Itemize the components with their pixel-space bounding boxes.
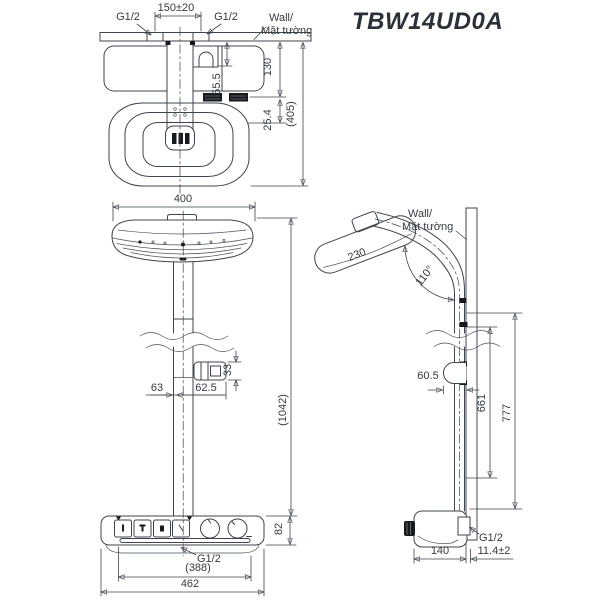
thread-label-right: G1/2 xyxy=(214,11,238,23)
slider-holder-side xyxy=(443,362,467,384)
shower-head-top-outer xyxy=(108,102,250,187)
outlet-slot xyxy=(119,538,251,543)
volume-knob xyxy=(227,518,248,539)
wall-label-side-vi: Mặt tường xyxy=(402,221,454,233)
dim-unit-height-label: 82 xyxy=(273,522,285,536)
dim-bar-depth-label: 130 xyxy=(262,57,274,77)
dim-head-offset-label: 25.4 xyxy=(262,109,274,131)
outlet-port-dark-1 xyxy=(203,93,222,102)
dim-holder-right-label: 62.5 xyxy=(195,382,217,394)
shower-head-side xyxy=(314,215,417,274)
dim-total-length-label: 777 xyxy=(501,403,513,423)
wall-label-side-en: Wall/ xyxy=(408,208,433,220)
wall-hatch-side xyxy=(465,207,478,541)
dim-holder-depth-label: 60.5 xyxy=(417,370,439,382)
spray-button-3 xyxy=(153,519,171,538)
side-view-drawing xyxy=(314,207,523,564)
overhead-shower-front xyxy=(111,219,254,263)
dim-wall-clearance-label: 11.4±2 xyxy=(477,545,511,557)
dim-holder-left-label: 63 xyxy=(150,382,164,394)
spray-button-2 xyxy=(133,519,152,538)
dim-total-depth-label: (405) xyxy=(285,101,297,127)
dim-port-spacing-label: 150±20 xyxy=(157,2,195,14)
wall-label-top-en: Wall/ xyxy=(269,12,294,24)
wall-label-top-vi: Mặt tường xyxy=(261,25,313,37)
dim-pipe-length-label: 661 xyxy=(476,393,488,413)
spray-button-1 xyxy=(114,519,132,538)
inlet-port-left xyxy=(146,32,164,42)
dim-hook-depth-label: 55.5 xyxy=(211,73,223,95)
thread-label-left: G1/2 xyxy=(116,11,140,23)
control-unit-front xyxy=(100,515,265,546)
side-knob xyxy=(404,521,415,536)
inlet-port-right xyxy=(192,32,210,42)
thread-label-outlet: G1/2 xyxy=(197,553,221,565)
spray-button-4 xyxy=(172,519,190,538)
hook-bracket xyxy=(192,45,219,68)
dim-total-height-label: (1042) xyxy=(277,394,289,426)
dim-outlet-span-label: (388) xyxy=(185,562,211,574)
shower-arm-side xyxy=(376,212,465,512)
product-code-title: TBW14UD0A xyxy=(352,8,504,35)
thread-label-inlet: G1/2 xyxy=(479,532,503,544)
dim-head-width-label: 400 xyxy=(173,193,193,205)
dim-holder-height-label: 33 xyxy=(222,363,234,377)
outlet-port-dark-2 xyxy=(229,93,248,102)
front-view-drawing xyxy=(100,201,298,597)
dim-unit-depth-label: 140 xyxy=(430,545,450,557)
top-view-drawing xyxy=(99,11,312,197)
dim-unit-width-label: 462 xyxy=(180,578,200,590)
